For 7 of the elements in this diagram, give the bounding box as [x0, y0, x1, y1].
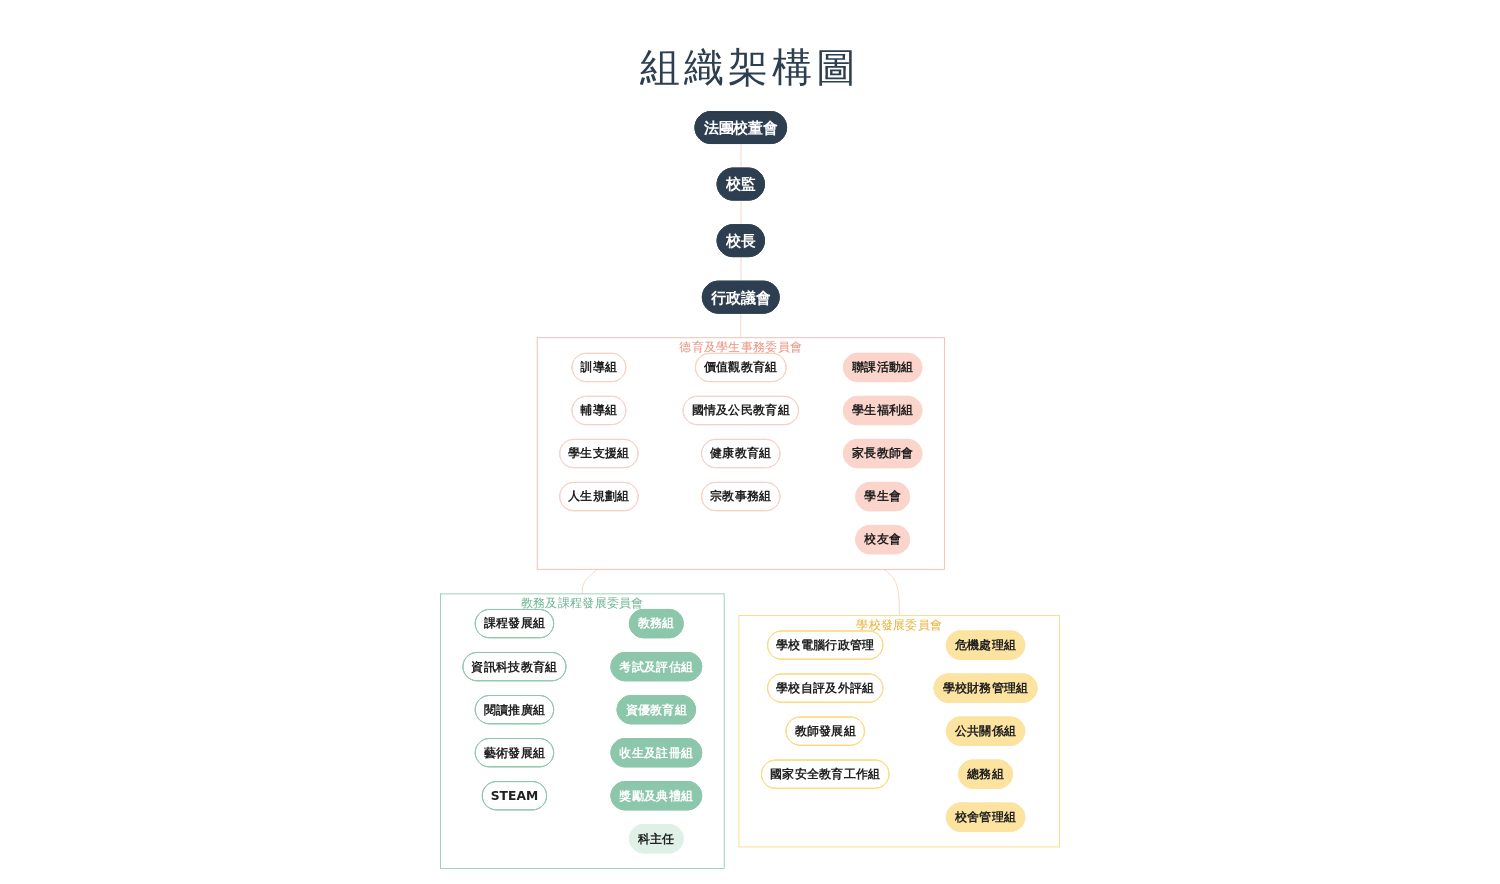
connector	[740, 143, 742, 169]
connector	[740, 200, 742, 226]
connector	[740, 312, 742, 339]
connector	[740, 256, 742, 283]
chart-title: 組織架構圖	[640, 43, 860, 92]
connector	[883, 568, 900, 616]
connector	[581, 568, 598, 595]
